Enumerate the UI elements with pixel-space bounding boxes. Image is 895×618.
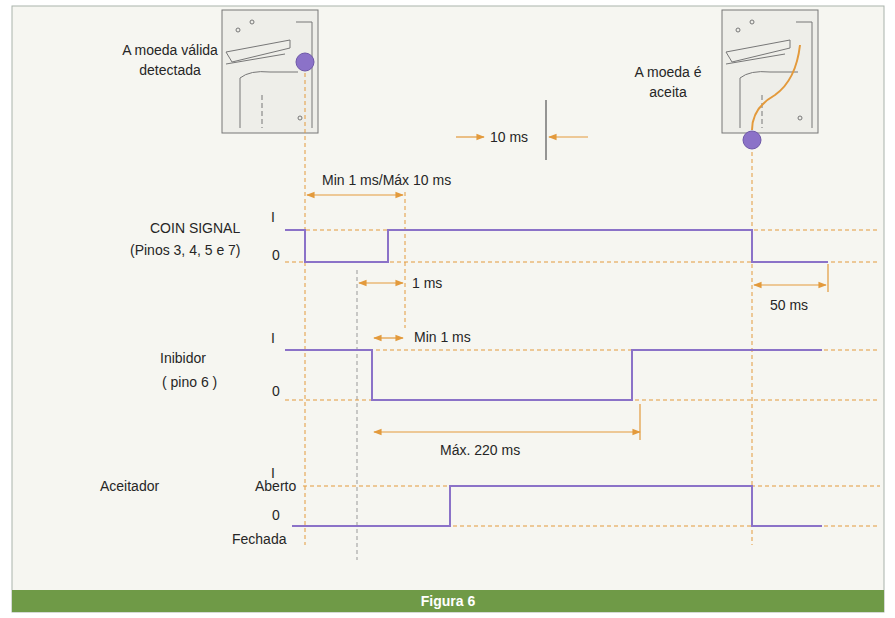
signal-label: I xyxy=(271,207,275,227)
signal-label: 0 xyxy=(272,381,280,401)
signal-label: A moeda válida detectada xyxy=(120,40,220,80)
signal-label: COIN SIGNAL xyxy=(150,218,240,238)
signal-label: A moeda é aceita xyxy=(620,62,716,102)
signal-label: ( pino 6 ) xyxy=(162,372,217,392)
reference-line xyxy=(357,270,358,560)
caption-bar xyxy=(12,590,884,612)
signal-label: Aberto xyxy=(255,476,296,496)
figure-caption: Figura 6 xyxy=(12,590,884,612)
dimension-lines xyxy=(307,100,828,440)
signal-label: Aceitador xyxy=(100,476,159,496)
signal-label: Fechada xyxy=(232,529,286,549)
signal-label: 0 xyxy=(272,245,280,265)
signal-label: 0 xyxy=(272,505,280,525)
coin-mechanism-detected xyxy=(222,10,318,133)
logic-level-lines xyxy=(285,230,880,526)
signal-label: Min 1 ms/Máx 10 ms xyxy=(322,170,451,190)
signal-label: 10 ms xyxy=(490,127,528,147)
signal-label: 50 ms xyxy=(770,295,808,315)
event-marker-lines xyxy=(305,73,752,545)
coin-mechanism-accepted xyxy=(722,10,818,149)
figure-frame xyxy=(12,6,884,612)
signal-waveforms xyxy=(285,230,828,526)
signal-label: Máx. 220 ms xyxy=(440,440,520,460)
signal-label: 1 ms xyxy=(412,273,442,293)
signal-label: I xyxy=(271,328,275,348)
signal-label: (Pinos 3, 4, 5 e 7) xyxy=(130,240,241,260)
signal-label: Min 1 ms xyxy=(414,327,471,347)
signal-label: Inibidor xyxy=(160,348,206,368)
